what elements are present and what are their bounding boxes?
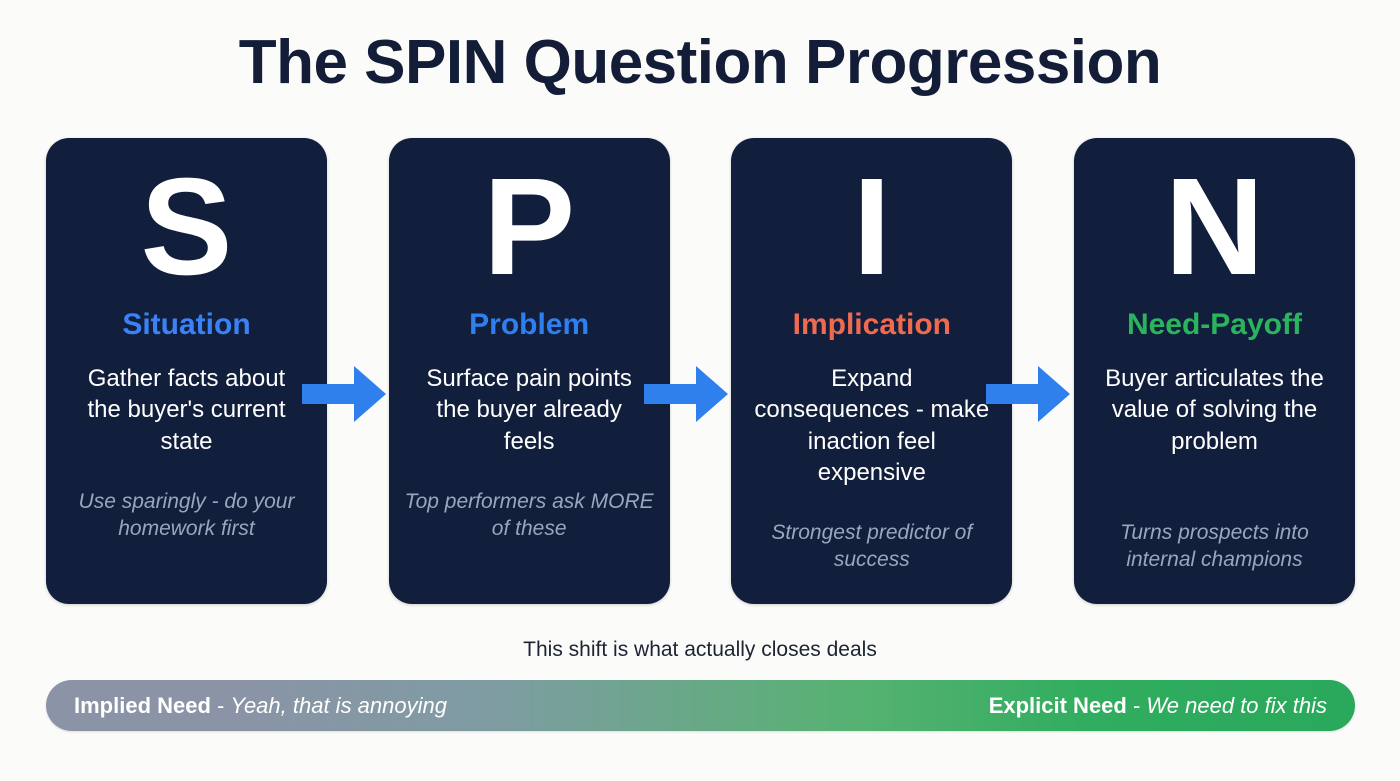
card-description-problem: Surface pain points the buyer already fe… — [426, 365, 632, 455]
spin-cards-row: S Situation Gather facts about the buyer… — [46, 138, 1355, 604]
explicit-need-dash: - — [1126, 692, 1147, 718]
explicit-need-label: Explicit Need — [988, 692, 1127, 718]
implied-need-quote: Yeah, that is annoying — [230, 692, 447, 718]
card-title-situation: Situation — [122, 308, 251, 341]
spin-card-need-payoff[interactable]: N Need-Payoff Buyer articulates the valu… — [1073, 138, 1355, 604]
spin-card-situation[interactable]: S Situation Gather facts about the buyer… — [46, 138, 327, 604]
card-note-need-payoff: Turns prospects into internal champions — [1120, 521, 1309, 572]
implied-need-label: Implied Need — [74, 692, 211, 718]
card-description-situation: Gather facts about the buyer's current s… — [87, 365, 286, 455]
card-description-implication: Expand consequences - make inaction feel… — [754, 365, 990, 487]
arrow-problem-to-implication — [644, 366, 728, 422]
spin-card-problem[interactable]: P Problem Surface pain points the buyer … — [388, 138, 670, 604]
card-letter-i: I — [852, 150, 891, 305]
arrow-right-icon — [302, 366, 386, 422]
card-note-situation: Use sparingly - do your homework first — [78, 490, 295, 541]
card-letter-n: N — [1164, 150, 1265, 305]
spin-card-implication[interactable]: I Implication Expand consequences - make… — [731, 138, 1013, 604]
implied-need-dash: - — [210, 692, 231, 718]
page-title: The SPIN Question Progression — [238, 28, 1162, 97]
arrow-right-icon — [644, 366, 728, 422]
card-letter-p: P — [483, 150, 576, 305]
explicit-need-group: Explicit Need - We need to fix this — [989, 693, 1327, 719]
explicit-need-quote: We need to fix this — [1146, 692, 1327, 718]
card-letter-s: S — [140, 150, 233, 305]
card-description-need-payoff: Buyer articulates the value of solving t… — [1105, 365, 1324, 455]
card-title-problem: Problem — [469, 308, 590, 341]
card-title-implication: Implication — [792, 308, 951, 341]
arrow-right-icon — [986, 366, 1070, 422]
implied-need-group: Implied Need - Yeah, that is annoying — [74, 693, 447, 719]
arrow-implication-to-need-payoff — [986, 366, 1070, 422]
arrow-situation-to-problem — [302, 366, 386, 422]
card-note-implication: Strongest predictor of success — [771, 521, 973, 572]
card-note-problem: Top performers ask MORE of these — [404, 490, 654, 541]
closing-caption: This shift is what actually closes deals — [523, 638, 877, 661]
need-progression-bar: Implied Need - Yeah, that is annoying Ex… — [46, 680, 1355, 731]
card-title-need-payoff: Need-Payoff — [1126, 308, 1302, 341]
